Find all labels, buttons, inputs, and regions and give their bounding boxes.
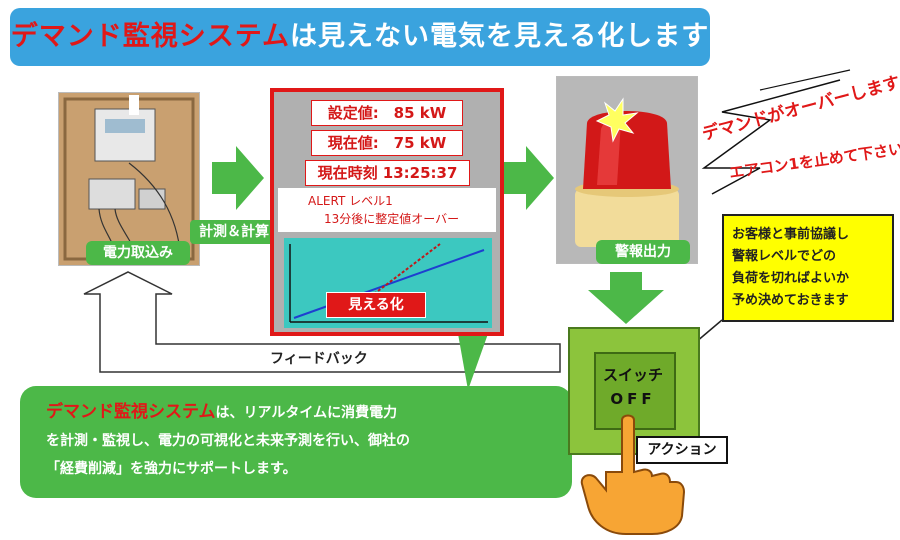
power-intake-label: 電力取込み [86, 241, 190, 265]
advance-agreement-note: お客様と事前協議し 警報レベルでどの 負荷を切ればよいか 予め決めておきます [722, 214, 894, 322]
trend-graph: 見える化 [284, 238, 492, 328]
note-line-1: お客様と事前協議し [732, 227, 850, 242]
note-connector [695, 319, 723, 343]
title-banner: デマンド監視システムは見えない電気を見える化します [10, 8, 710, 66]
current-value-readout: 現在値: 75 kW [311, 130, 463, 156]
description-line-2: を計測・監視し、電力の可視化と未来予測を行い、御社の [46, 433, 410, 449]
alert-level: ALERT レベル1 [308, 194, 393, 208]
graph-forecast-line [373, 243, 441, 295]
visualization-label: 見える化 [326, 292, 426, 318]
pointing-hand-icon [580, 414, 686, 535]
warning-lightning [701, 79, 841, 195]
warning-message: デマンドがオーバーします エアコン1を止めて下さい [700, 72, 900, 182]
power-meter-image [58, 92, 200, 266]
current-time-readout: 現在時刻 13:25:37 [305, 160, 470, 186]
warning-line-2: エアコン1を止めて下さい [728, 140, 900, 182]
note-line-4: 予め決めておきます [732, 293, 849, 308]
arrow-to-switch [588, 272, 664, 324]
graph-actual-line [293, 249, 485, 319]
alert-box: ALERT レベル1 13分後に整定値オーバー [278, 188, 496, 232]
description-highlight: デマンド監視システム [46, 402, 216, 422]
switch-title: スイッチ [602, 366, 663, 384]
arrow-to-beacon [502, 146, 554, 210]
note-text: お客様と事前協議し 警報レベルでどの 負荷を切ればよいか 予め決めておきます [732, 224, 888, 312]
flash-star [595, 97, 639, 143]
measure-calc-label: 計測＆計算 [190, 220, 278, 244]
title-highlight: デマンド監視システム [10, 21, 290, 52]
description-box: デマンド監視システムは、リアルタイムに消費電力 を計測・監視し、電力の可視化と未… [20, 386, 572, 498]
description-line-1: は、リアルタイムに消費電力 [215, 405, 398, 421]
feedback-label: フィードバック [270, 351, 368, 367]
switch-state: OFF [610, 390, 656, 408]
title-rest: は見えない電気を見える化します [290, 21, 710, 52]
description-text: デマンド監視システムは、リアルタイムに消費電力 を計測・監視し、電力の可視化と未… [46, 398, 556, 483]
alert-message: 13分後に整定値オーバー [324, 212, 460, 226]
warning-beacon-image [556, 76, 698, 264]
setpoint-readout: 設定値: 85 kW [311, 100, 463, 126]
title-text: デマンド監視システムは見えない電気を見える化します [10, 8, 710, 66]
arrow-to-monitor [212, 146, 264, 210]
alarm-output-label: 警報出力 [596, 240, 690, 264]
feedback-arrow [83, 271, 561, 373]
warning-line-1: デマンドがオーバーします [700, 72, 900, 145]
monitor-panel: 設定値: 85 kW 現在値: 75 kW 現在時刻 13:25:37 ALER… [270, 88, 504, 336]
note-line-2: 警報レベルでどの [732, 249, 837, 264]
description-line-3: 「経費削減」を強力にサポートします。 [46, 461, 297, 477]
note-line-3: 負荷を切ればよいか [732, 271, 850, 286]
action-label: アクション [636, 436, 728, 464]
